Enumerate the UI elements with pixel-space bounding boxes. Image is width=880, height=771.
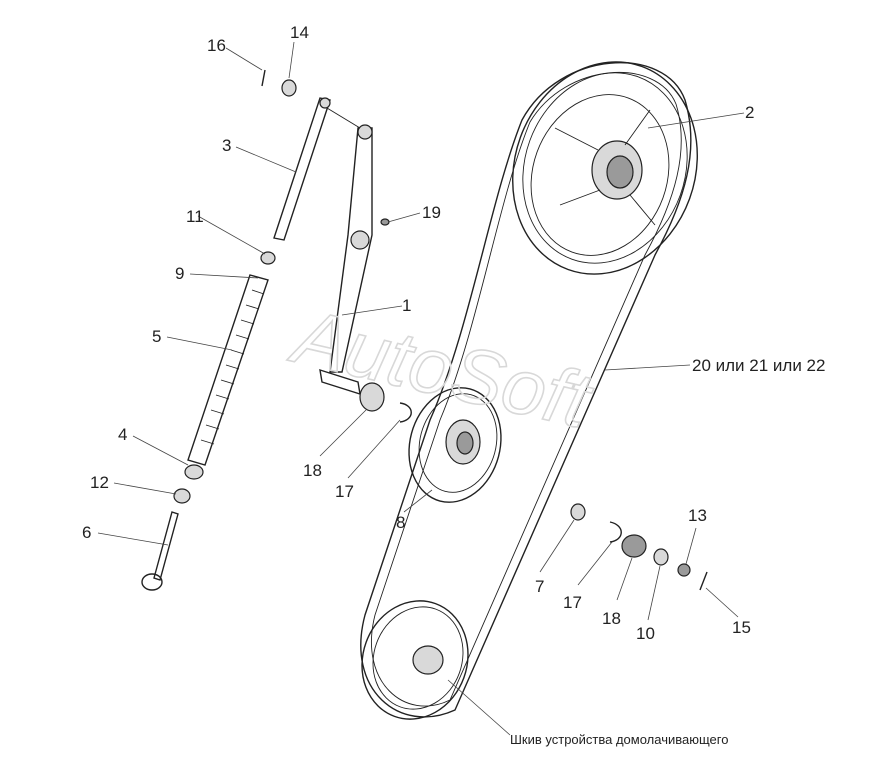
callout-1: 1 xyxy=(402,296,411,315)
leader-lines xyxy=(97,41,745,736)
callout-labels: 1 2 3 4 5 6 7 8 9 10 11 12 13 14 15 16 1… xyxy=(82,23,825,643)
pulley-caption: Шкив устройства домолачивающего xyxy=(510,732,728,747)
callout-18-left: 18 xyxy=(303,461,322,480)
callout-7: 7 xyxy=(535,577,544,596)
callout-13: 13 xyxy=(688,506,707,525)
callout-3: 3 xyxy=(222,136,231,155)
callout-12: 12 xyxy=(90,473,109,492)
callout-8: 8 xyxy=(396,513,405,532)
small-parts xyxy=(141,69,708,591)
callout-17-left: 17 xyxy=(335,482,354,501)
callout-17-right: 17 xyxy=(563,593,582,612)
callout-15: 15 xyxy=(732,618,751,637)
callout-10: 10 xyxy=(636,624,655,643)
drive-belt xyxy=(360,61,692,718)
watermark-text: AutoSoft xyxy=(283,291,601,446)
callout-4: 4 xyxy=(118,425,127,444)
callout-2: 2 xyxy=(745,103,754,122)
callout-6: 6 xyxy=(82,523,91,542)
callout-19: 19 xyxy=(422,203,441,222)
large-pulley xyxy=(512,61,698,275)
middle-pulley xyxy=(408,387,502,503)
callout-18-right: 18 xyxy=(602,609,621,628)
lower-pulley xyxy=(361,600,469,720)
callout-20-21-22: 20 или 21 или 22 xyxy=(692,356,825,375)
callout-9: 9 xyxy=(175,264,184,283)
tension-rod xyxy=(273,97,361,241)
callout-16: 16 xyxy=(207,36,226,55)
tension-spring xyxy=(187,274,269,466)
lever-arm xyxy=(319,124,373,396)
callout-11: 11 xyxy=(186,207,204,226)
callout-5: 5 xyxy=(152,327,161,346)
callout-14: 14 xyxy=(290,23,309,42)
